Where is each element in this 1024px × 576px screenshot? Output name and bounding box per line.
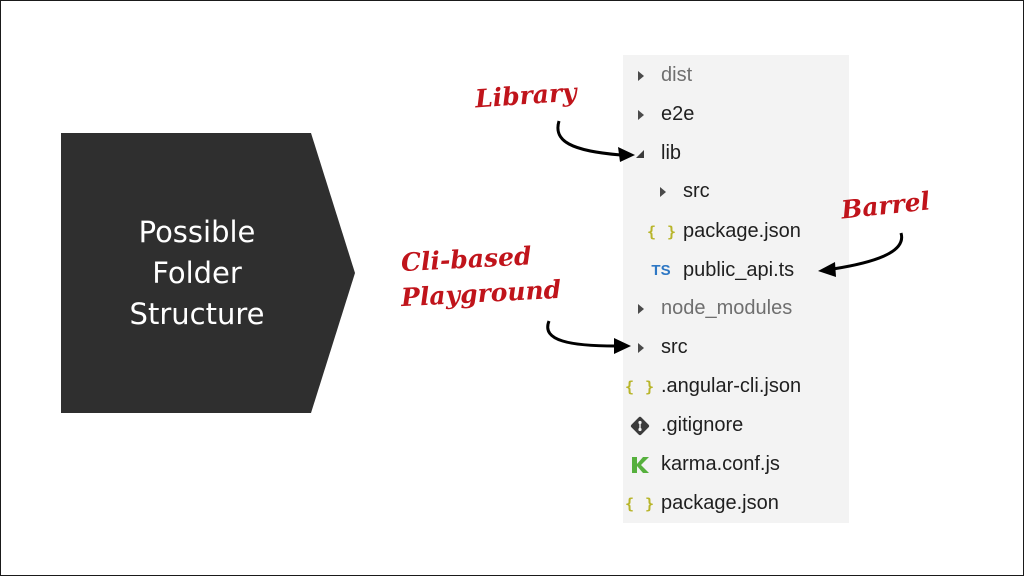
karma-icon <box>632 456 649 473</box>
tree-item-label: .gitignore <box>661 414 744 436</box>
caret-right-icon <box>638 342 644 353</box>
slide-title-line: Folder <box>152 255 242 290</box>
slide-title: Possible Folder Structure <box>61 133 333 413</box>
tree-item-label: dist <box>661 64 693 86</box>
tree-item-lib[interactable]: lib <box>635 134 681 173</box>
tree-item-label: public_api.ts <box>683 259 795 281</box>
slide-title-line: Structure <box>129 296 265 331</box>
tree-item-label: src <box>683 180 710 202</box>
tree-item-label: karma.conf.js <box>661 453 780 475</box>
caret-right-icon <box>638 303 644 314</box>
tree-item-label: lib <box>661 142 682 164</box>
tree-item-label: package.json <box>661 492 779 514</box>
tree-item-gitignore[interactable]: .gitignore <box>629 406 743 445</box>
tree-item-e2e[interactable]: e2e <box>637 95 694 134</box>
json-icon: { } <box>646 222 678 241</box>
tree-item-label: .angular-cli.json <box>661 375 802 397</box>
chevron-shape <box>61 133 355 413</box>
tree-item-lib-package-json[interactable]: { } package.json <box>646 212 801 251</box>
tree-item-angular-cli-json[interactable]: { } .angular-cli.json <box>624 367 802 406</box>
arrow-playground <box>546 320 631 354</box>
file-explorer: dist e2e lib src { } package.json TS pub… <box>623 55 849 523</box>
tree-item-src[interactable]: src <box>637 328 688 367</box>
tree-item-lib-src[interactable]: src <box>659 172 710 211</box>
tree-item-label: e2e <box>661 103 695 125</box>
caret-right-icon <box>660 186 666 197</box>
tree-item-node-modules[interactable]: node_modules <box>637 289 792 328</box>
json-icon: { } <box>624 494 656 513</box>
typescript-icon: TS <box>651 262 671 279</box>
git-icon <box>630 416 650 435</box>
tree-item-label: node_modules <box>661 297 793 319</box>
title-chevron: Possible Folder Structure <box>61 133 355 413</box>
slide-title-line: Possible <box>138 214 256 249</box>
arrow-library <box>556 120 635 162</box>
tree-item-karma-conf[interactable]: karma.conf.js <box>629 445 780 484</box>
tree-item-label: package.json <box>683 220 801 242</box>
caret-right-icon <box>638 109 644 120</box>
json-icon: { } <box>624 377 656 396</box>
tree-item-label: src <box>661 336 688 358</box>
tree-item-dist[interactable]: dist <box>637 56 692 95</box>
tree-item-public-api[interactable]: TS public_api.ts <box>649 251 794 290</box>
caret-right-icon <box>638 70 644 81</box>
tree-item-package-json[interactable]: { } package.json <box>624 484 779 523</box>
arrow-barrel <box>818 232 904 277</box>
caret-down-icon <box>636 149 644 158</box>
